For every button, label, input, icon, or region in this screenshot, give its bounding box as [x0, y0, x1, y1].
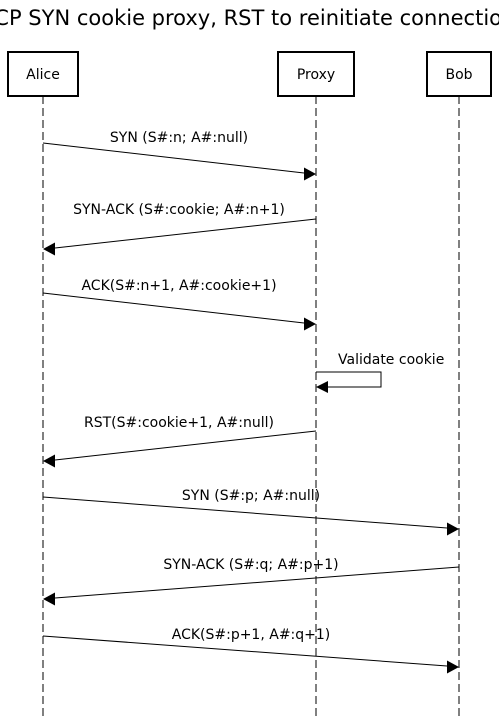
- message-label: ACK(S#:p+1, A#:q+1): [172, 627, 331, 643]
- message-ack-alice-bob: ACK(S#:p+1, A#:q+1): [42, 627, 459, 674]
- message-label: Validate cookie: [338, 352, 444, 368]
- message-ack-alice-proxy: ACK(S#:n+1, A#:cookie+1): [42, 278, 316, 331]
- arrowhead-icon: [43, 454, 55, 468]
- arrowhead-icon: [447, 660, 459, 674]
- arrowhead-icon: [316, 381, 328, 393]
- message-arrow-line: [54, 566, 460, 599]
- message-syn-alice-proxy: SYN (S#:n; A#:null): [42, 130, 316, 181]
- actor-proxy: Proxy: [277, 51, 355, 720]
- message-arrow-line: [54, 430, 317, 461]
- message-label: SYN-ACK (S#:cookie; A#:n+1): [73, 202, 285, 218]
- message-label: RST(S#:cookie+1, A#:null): [84, 415, 274, 431]
- message-syn-alice-bob: SYN (S#:p; A#:null): [42, 488, 459, 536]
- message-validate-cookie-self: Validate cookie: [316, 352, 444, 393]
- arrowhead-icon: [447, 522, 459, 536]
- arrowhead-icon: [304, 317, 316, 331]
- message-arrow-line: [42, 292, 305, 324]
- message-synack-bob-alice: SYN-ACK (S#:q; A#:p+1): [43, 557, 460, 606]
- message-arrow-line: [42, 496, 448, 529]
- actor-bob: Bob: [426, 51, 492, 720]
- message-arrow-line: [54, 218, 317, 249]
- actor-label-alice: Alice: [26, 67, 60, 83]
- arrowhead-icon: [304, 167, 316, 181]
- message-arrow-line: [316, 371, 382, 388]
- message-arrow-line: [42, 635, 448, 667]
- message-rst-proxy-alice: RST(S#:cookie+1, A#:null): [43, 415, 317, 468]
- message-label: SYN-ACK (S#:q; A#:p+1): [163, 557, 338, 573]
- actor-label-bob: Bob: [445, 67, 472, 83]
- actor-box-proxy: [277, 51, 355, 97]
- arrowhead-icon: [43, 592, 55, 606]
- diagram-title: TCP SYN cookie proxy, RST to reinitiate …: [0, 6, 499, 30]
- actor-alice: Alice: [7, 51, 79, 720]
- actor-box-alice: [7, 51, 79, 97]
- message-label: SYN (S#:n; A#:null): [110, 130, 248, 146]
- actor-box-bob: [426, 51, 492, 97]
- message-label: SYN (S#:p; A#:null): [182, 488, 320, 504]
- message-arrow-line: [42, 142, 305, 174]
- message-synack-proxy-alice: SYN-ACK (S#:cookie; A#:n+1): [43, 202, 317, 256]
- message-label: ACK(S#:n+1, A#:cookie+1): [81, 278, 276, 294]
- actor-label-proxy: Proxy: [297, 67, 335, 83]
- arrowhead-icon: [43, 242, 55, 256]
